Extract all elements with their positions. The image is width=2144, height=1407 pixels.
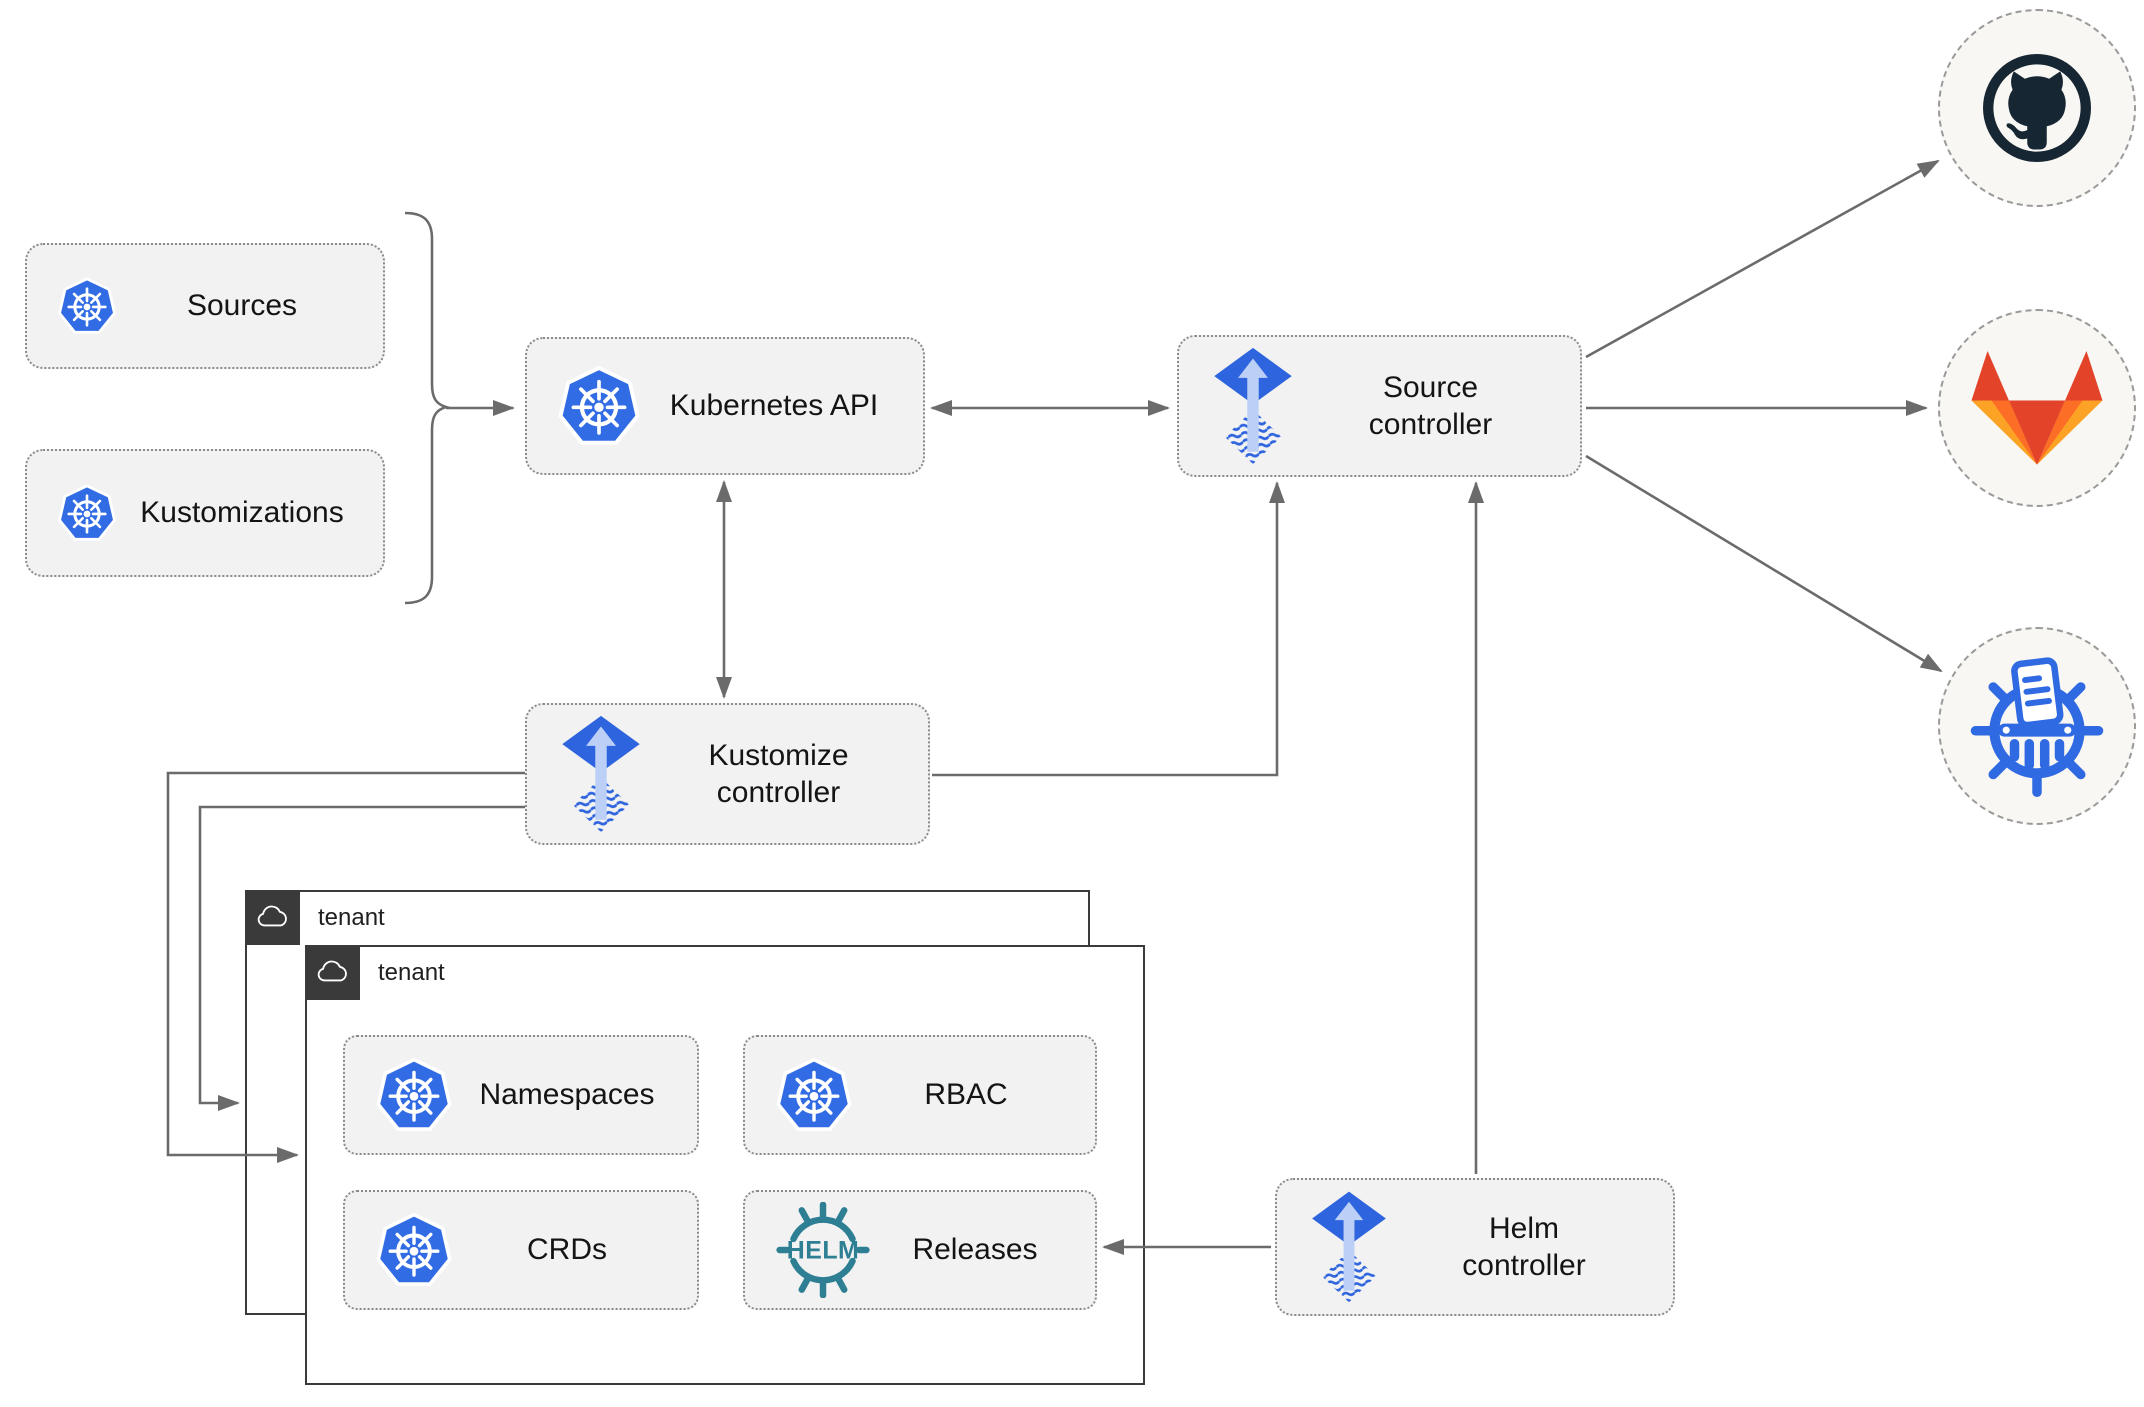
node-kustomizations: Kustomizations xyxy=(25,449,385,577)
node-helm-controller: Helm controller xyxy=(1275,1178,1675,1316)
node-kustomize-controller-label: Kustomize controller xyxy=(708,738,849,810)
node-releases: HELM Releases xyxy=(743,1190,1097,1310)
node-rbac: RBAC xyxy=(743,1035,1097,1155)
helm-repository-node xyxy=(1938,627,2136,825)
helm-wheel-icon: HELM xyxy=(775,1202,871,1298)
node-releases-label: Releases xyxy=(912,1233,1038,1267)
flux-icon xyxy=(1307,1190,1391,1304)
tenant-inner-tab xyxy=(305,945,360,1000)
github-octocat-icon xyxy=(1983,54,2091,162)
node-sources: Sources xyxy=(25,243,385,369)
kubernetes-icon xyxy=(775,1056,853,1134)
gitlab-tanuki-icon xyxy=(1971,350,2103,465)
tenant-outer-label: tenant xyxy=(318,904,385,931)
node-namespaces-label: Namespaces xyxy=(479,1078,655,1112)
node-sources-label: Sources xyxy=(186,289,298,323)
cloud-icon xyxy=(256,905,290,931)
node-source-controller-label: Source controller xyxy=(1368,370,1493,442)
edge-brace-sources-kustomizations xyxy=(404,211,451,605)
edge-source-controller-to-github xyxy=(1585,159,1940,359)
tenant-inner-label: tenant xyxy=(378,959,445,986)
node-kubernetes-api-label: Kubernetes API xyxy=(669,389,879,423)
node-rbac-label: RBAC xyxy=(924,1078,1008,1112)
node-namespaces: Namespaces xyxy=(343,1035,699,1155)
edge-source-controller-to-helm-repository xyxy=(1585,454,1943,673)
node-helm-controller-label: Helm controller xyxy=(1462,1211,1586,1283)
kubernetes-icon xyxy=(557,364,641,448)
github-node xyxy=(1938,9,2136,207)
node-source-controller: Source controller xyxy=(1177,335,1582,477)
cloud-icon xyxy=(316,960,350,986)
tenant-outer-tab xyxy=(245,890,300,945)
helm-wordmark: HELM xyxy=(787,1236,859,1264)
edge-kustomize-controller-to-source-controller xyxy=(932,481,1285,777)
flux-icon xyxy=(557,714,645,834)
chartmuseum-helm-repository-icon xyxy=(1970,657,2104,797)
node-crds-label: CRDs xyxy=(527,1233,607,1267)
node-crds: CRDs xyxy=(343,1190,699,1310)
kubernetes-icon xyxy=(375,1211,453,1289)
node-kustomize-controller: Kustomize controller xyxy=(525,703,930,845)
kubernetes-icon xyxy=(57,483,117,543)
node-kubernetes-api: Kubernetes API xyxy=(525,337,925,475)
tenant-inner-box xyxy=(305,945,1145,1385)
kubernetes-icon xyxy=(375,1056,453,1134)
node-kustomizations-label: Kustomizations xyxy=(140,496,344,530)
kubernetes-icon xyxy=(57,276,117,336)
gitlab-node xyxy=(1938,309,2136,507)
flux-icon xyxy=(1209,346,1297,466)
